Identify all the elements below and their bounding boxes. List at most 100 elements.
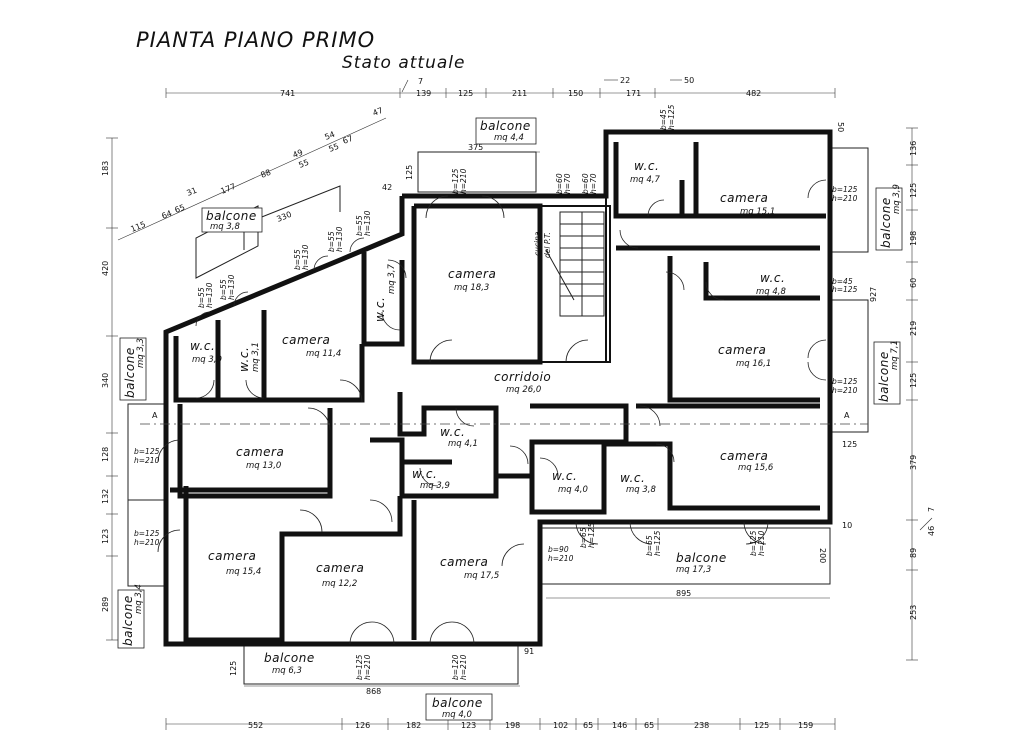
- svg-text:65: 65: [644, 721, 654, 730]
- room-name: w.c.: [634, 159, 659, 173]
- top-dimension-chain: 741 139 125 211 150 171 482 7 22 50: [165, 76, 836, 98]
- svg-text:238: 238: [694, 721, 709, 730]
- svg-text:balcone: balcone: [879, 197, 893, 248]
- svg-text:mq 3,9: mq 3,9: [892, 184, 902, 214]
- svg-text:balcone: balcone: [877, 351, 891, 402]
- room-area: mq 3,8: [626, 485, 656, 495]
- room-name: corridoio: [494, 370, 551, 384]
- plan-title: PIANTA PIANO PRIMO: [136, 28, 375, 52]
- svg-text:159: 159: [798, 721, 813, 730]
- svg-text:420: 420: [101, 261, 110, 276]
- room-labels: camera mq 18,3 camera mq 15,1 w.c. mq 4,…: [190, 159, 786, 589]
- svg-text:h=125: h=125: [653, 530, 662, 556]
- svg-text:253: 253: [909, 605, 918, 620]
- svg-text:89: 89: [909, 548, 918, 558]
- svg-text:375: 375: [468, 143, 483, 152]
- svg-text:b=125: b=125: [832, 185, 858, 194]
- room-name: camera: [208, 549, 256, 563]
- svg-text:mq 6,3: mq 6,3: [272, 666, 302, 676]
- room-area: mq 26,0: [506, 385, 541, 395]
- dim-top-50: 50: [684, 76, 694, 85]
- svg-text:b=120: b=120: [451, 654, 460, 680]
- opening-labels: b=125 h=210 b=60 h=70 b=60 h=70 b=45 h=1…: [134, 104, 858, 680]
- svg-text:123: 123: [461, 721, 476, 730]
- svg-text:mq 4,0: mq 4,0: [442, 710, 472, 720]
- room-area: mq 3,0: [192, 355, 222, 365]
- svg-text:h=125: h=125: [587, 522, 596, 548]
- svg-text:h=130: h=130: [227, 274, 236, 300]
- room-area: mq 4,1: [448, 439, 478, 449]
- svg-text:65: 65: [583, 721, 593, 730]
- svg-text:b=125: b=125: [134, 447, 160, 456]
- room-name: camera: [720, 449, 768, 463]
- svg-text:146: 146: [612, 721, 627, 730]
- svg-text:49: 49: [291, 148, 304, 160]
- svg-text:h=210: h=210: [134, 456, 160, 465]
- svg-text:927: 927: [869, 287, 878, 302]
- room-name: w.c.: [237, 347, 251, 372]
- room-name: camera: [316, 561, 364, 575]
- svg-text:balcone: balcone: [121, 595, 135, 646]
- svg-text:379: 379: [909, 455, 918, 470]
- bottom-dimension-chain: 552 126 182 123 198 102 65 146 65 238 12…: [165, 718, 836, 730]
- svg-text:h=70: h=70: [563, 173, 572, 194]
- room-name: camera: [448, 267, 496, 281]
- svg-text:200: 200: [818, 548, 827, 563]
- svg-text:h=125: h=125: [667, 104, 676, 130]
- kitchen-note-line2: del P.T.: [543, 232, 552, 258]
- svg-text:88: 88: [259, 168, 272, 180]
- svg-text:balcone: balcone: [676, 551, 727, 565]
- plan-subtitle: Stato attuale: [342, 53, 465, 73]
- room-name: camera: [718, 343, 766, 357]
- room-area: mq 18,3: [454, 283, 489, 293]
- svg-text:mq 3,4: mq 3,4: [134, 584, 144, 614]
- svg-text:125: 125: [229, 661, 238, 676]
- right-dimension-chain: 136 125 198 60 219 125 379 89 253 46 7: [906, 127, 936, 661]
- svg-text:b=55: b=55: [327, 231, 336, 252]
- svg-text:125: 125: [754, 721, 769, 730]
- svg-text:balcone: balcone: [123, 347, 137, 398]
- svg-text:balcone: balcone: [206, 209, 257, 223]
- svg-text:125: 125: [909, 183, 918, 198]
- svg-text:125: 125: [842, 440, 857, 449]
- svg-text:136: 136: [909, 141, 918, 156]
- interior-walls: [170, 142, 826, 643]
- svg-text:balcone: balcone: [480, 119, 531, 133]
- room-name: camera: [236, 445, 284, 459]
- svg-text:b=90: b=90: [548, 545, 569, 554]
- svg-text:b=55: b=55: [197, 287, 206, 308]
- svg-text:h=210: h=210: [832, 194, 858, 203]
- svg-text:h=210: h=210: [548, 554, 574, 563]
- svg-text:895: 895: [676, 589, 691, 598]
- svg-text:h=130: h=130: [335, 226, 344, 252]
- svg-text:102: 102: [553, 721, 568, 730]
- svg-text:h=210: h=210: [832, 386, 858, 395]
- room-area: mq 15,1: [740, 207, 775, 217]
- room-area: mq 15,6: [738, 463, 774, 473]
- section-marker-right: A: [844, 411, 850, 420]
- svg-text:b=65: b=65: [579, 527, 588, 548]
- room-area: mq 4,7: [630, 175, 660, 185]
- svg-text:h=130: h=130: [301, 244, 310, 270]
- room-area: mq 4,8: [756, 287, 786, 297]
- dim-top-171: 171: [626, 89, 641, 98]
- svg-text:b=125: b=125: [355, 654, 364, 680]
- svg-text:126: 126: [355, 721, 370, 730]
- dim-top-22: 22: [620, 76, 630, 85]
- svg-text:7: 7: [927, 507, 936, 512]
- room-area: mq 13,0: [246, 461, 281, 471]
- misc-dimensions: 375 330 42 125 895 868 927 125 200 10 91…: [229, 122, 878, 696]
- svg-text:91: 91: [524, 647, 534, 656]
- svg-text:b=45: b=45: [659, 109, 668, 130]
- svg-text:mq 17,3: mq 17,3: [676, 565, 711, 575]
- room-area: mq 3,9: [420, 481, 450, 491]
- stair: [545, 211, 605, 317]
- svg-text:552: 552: [248, 721, 263, 730]
- svg-text:183: 183: [101, 161, 110, 176]
- svg-text:b=60: b=60: [581, 173, 590, 194]
- room-area: mq 16,1: [736, 359, 771, 369]
- svg-text:67: 67: [341, 134, 354, 146]
- dim-top-150: 150: [568, 89, 583, 98]
- svg-text:h=210: h=210: [459, 168, 468, 194]
